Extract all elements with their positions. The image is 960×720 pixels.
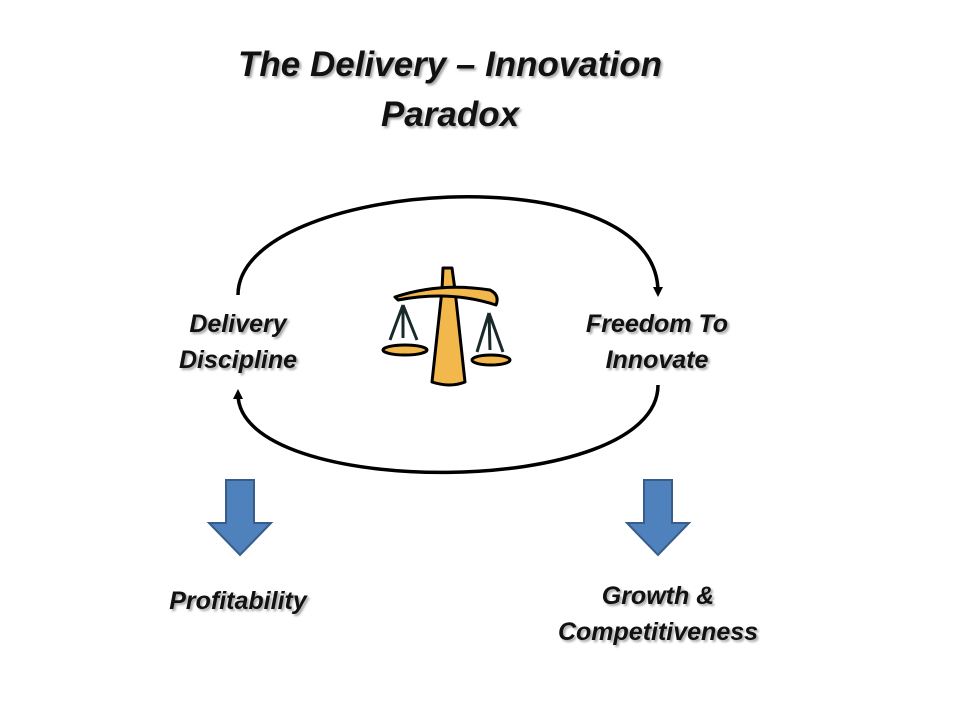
label-line: Competitiveness (557, 618, 759, 646)
page-title: The Delivery – Innovation Paradox (200, 40, 700, 140)
down-arrow-left (206, 479, 274, 557)
cycle-arrow-bottom (233, 384, 660, 475)
down-arrow-right (624, 479, 692, 557)
delivery-discipline-label: Delivery Discipline (108, 306, 368, 378)
growth-competitiveness-label: Growth & Competitiveness (528, 578, 788, 650)
title-line-2: Paradox (380, 95, 520, 134)
freedom-to-innovate-label: Freedom To Innovate (527, 306, 787, 378)
label-line: Discipline (178, 346, 298, 374)
balance-scale-icon (381, 266, 512, 387)
label-line: Growth & (601, 582, 715, 610)
label-line: Profitability (169, 587, 307, 615)
label-line: Delivery (189, 310, 287, 338)
label-line: Freedom To (585, 310, 729, 338)
title-line-1: The Delivery – Innovation (238, 45, 662, 84)
profitability-label: Profitability (108, 583, 368, 619)
label-line: Innovate (605, 346, 709, 374)
cycle-arrow-top (236, 195, 663, 297)
